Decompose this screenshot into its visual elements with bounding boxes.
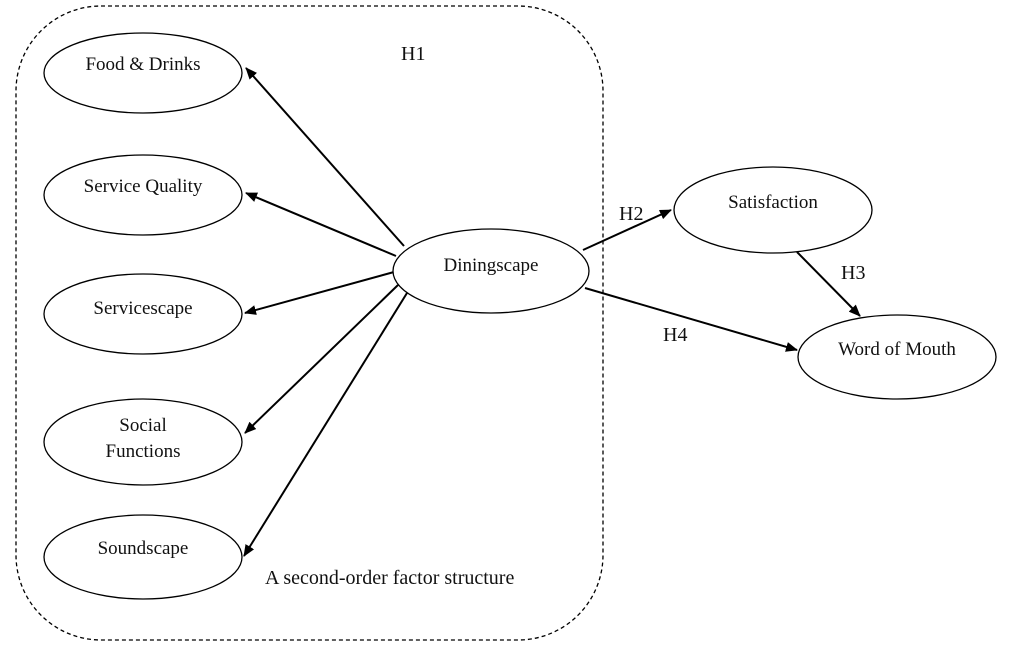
node-servicescape-label: Servicescape (93, 298, 192, 319)
node-word-of-mouth-label: Word of Mouth (838, 339, 956, 360)
node-food-drinks: Food & Drinks (43, 32, 243, 114)
node-word-of-mouth: Word of Mouth (797, 314, 997, 400)
node-social-functions: Social Functions (43, 398, 243, 486)
node-satisfaction: Satisfaction (673, 166, 873, 254)
hypothesis-label-h2: H2 (619, 203, 643, 225)
node-service-quality: Service Quality (43, 154, 243, 236)
hypothesis-label-h3: H3 (841, 262, 865, 284)
node-service-quality-label: Service Quality (84, 176, 203, 197)
arrow-diningscape-to-satisfaction (582, 209, 672, 251)
node-servicescape: Servicescape (43, 273, 243, 355)
second-order-factor-caption: A second-order factor structure (265, 567, 514, 589)
arrow-diningscape-to-soundscape (243, 292, 408, 557)
node-social-functions-label-line1: Social (119, 415, 167, 436)
arrow-satisfaction-to-word-of-mouth (796, 251, 861, 317)
node-social-functions-label-line2: Functions (106, 441, 181, 462)
node-soundscape: Soundscape (43, 514, 243, 600)
arrow-diningscape-to-food-drinks (245, 67, 405, 247)
node-soundscape-label: Soundscape (98, 538, 189, 559)
hypothesis-label-h4: H4 (663, 324, 687, 346)
node-diningscape: Diningscape (392, 228, 590, 314)
hypothesis-label-h1: H1 (401, 43, 425, 65)
arrow-diningscape-to-word-of-mouth (584, 287, 798, 352)
node-satisfaction-label: Satisfaction (728, 192, 818, 213)
node-diningscape-label: Diningscape (444, 255, 539, 276)
arrow-diningscape-to-servicescape (244, 271, 395, 315)
arrow-diningscape-to-service-quality (245, 192, 397, 257)
arrow-diningscape-to-social-functions (244, 284, 399, 434)
node-food-drinks-label: Food & Drinks (85, 54, 200, 75)
